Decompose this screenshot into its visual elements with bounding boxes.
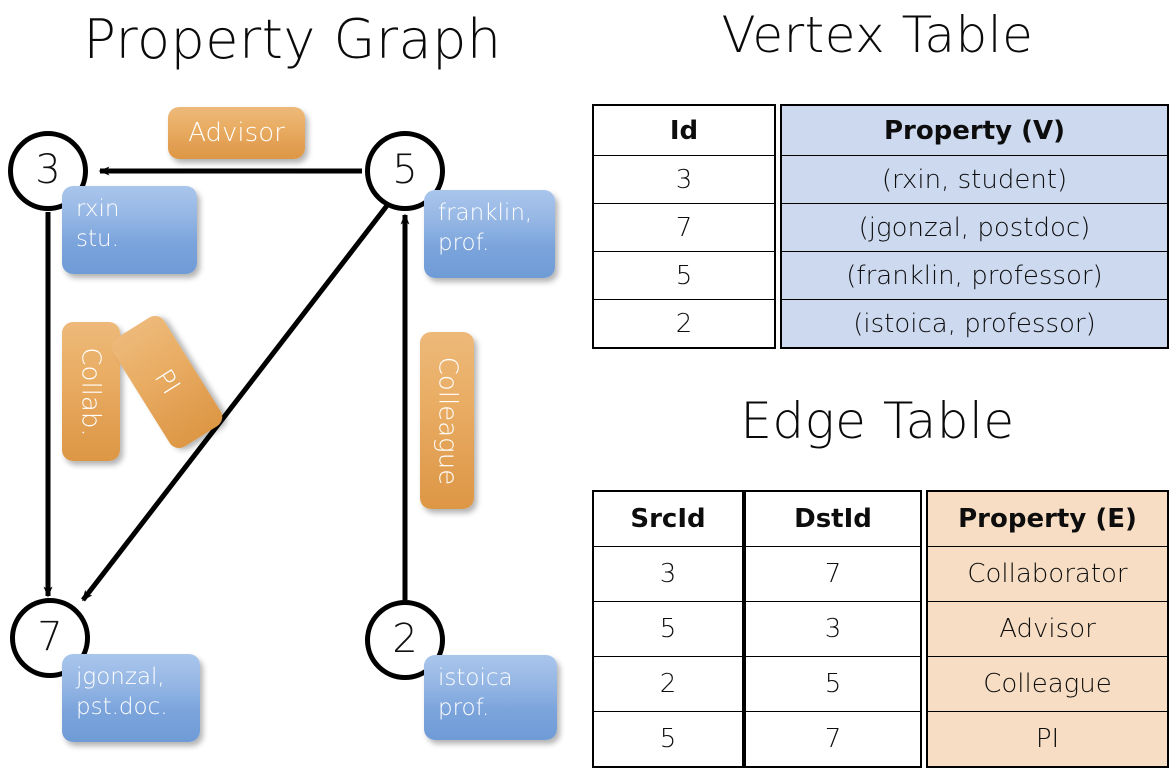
edge-table-cell-srcid: 5 [592, 711, 744, 768]
edge-label-badge-colleague: Colleague [420, 332, 474, 509]
edge-table-header-dstid: DstId [744, 490, 922, 547]
edge-label-badge-advisor: Advisor [168, 107, 305, 159]
table-row[interactable]: (jgonzal, postdoc) [780, 203, 1169, 252]
table-row[interactable]: 3 [744, 601, 922, 657]
vertex-property-badge-2-line2: prof. [438, 694, 490, 721]
table-header-row: DstId [744, 490, 922, 547]
edge-label-badge-colleague-text: Colleague [432, 356, 463, 485]
table-row[interactable]: (istoica, professor) [780, 299, 1169, 349]
edge-table-cell-dstid: 7 [744, 711, 922, 768]
page-title-vertex-table: Vertex Table [721, 6, 1034, 64]
table-row[interactable]: PI [926, 711, 1169, 768]
edge-table-cell-property: Colleague [926, 656, 1169, 712]
edge-table-cell-property: PI [926, 711, 1169, 768]
table-row[interactable]: Colleague [926, 656, 1169, 712]
edge-table-cell-dstid: 5 [744, 656, 922, 712]
vertex-table-cell-property: (jgonzal, postdoc) [780, 203, 1169, 252]
table-row[interactable]: 5 [744, 656, 922, 712]
table-row[interactable]: 7 [592, 203, 776, 252]
page-title-property-graph: Property Graph [83, 8, 502, 71]
vertex-table-cell-property: (istoica, professor) [780, 299, 1169, 349]
table-row[interactable]: 5 [592, 251, 776, 300]
edge-table-property-column: Property (E) Collaborator Advisor Collea… [926, 490, 1169, 768]
graph-node-2[interactable]: 2 [365, 600, 445, 680]
vertex-property-badge-3-line2: stu. [76, 225, 119, 252]
edge-table-cell-srcid: 3 [592, 546, 744, 602]
table-row[interactable]: 3 [592, 155, 776, 204]
table-row[interactable]: 2 [592, 656, 744, 712]
table-row[interactable]: 5 [592, 601, 744, 657]
edge-arrow-pi [81, 201, 391, 602]
vertex-property-badge-7-line1: jgonzal, [76, 664, 165, 690]
vertex-property-badge-3-line1: rxin [76, 196, 120, 222]
table-row[interactable]: 7 [744, 546, 922, 602]
vertex-property-badge-2: istoica prof. [424, 655, 557, 740]
graph-node-5[interactable]: 5 [365, 131, 445, 211]
table-row[interactable]: (franklin, professor) [780, 251, 1169, 300]
table-row[interactable]: 2 [592, 299, 776, 349]
vertex-table-property-column: Property (V) (rxin, student) (jgonzal, p… [780, 104, 1169, 349]
vertex-table-cell-id: 7 [592, 203, 776, 252]
table-row[interactable]: Advisor [926, 601, 1169, 657]
edge-table-srcid-column: SrcId 3 5 2 5 [592, 490, 744, 768]
table-row[interactable]: 3 [592, 546, 744, 602]
vertex-table-id-column: Id 3 7 5 2 [592, 104, 776, 349]
vertex-property-badge-5: franklin, prof. [424, 190, 555, 278]
vertex-property-badge-5-line1: franklin, [438, 200, 533, 226]
table-header-row: Id [592, 104, 776, 156]
edge-table-cell-srcid: 5 [592, 601, 744, 657]
edge-table-header-srcid: SrcId [592, 490, 744, 547]
vertex-table: Id 3 7 5 2 Property (V) (rxin, student) … [592, 104, 1169, 349]
edge-table-dstid-column: DstId 7 3 5 7 [744, 490, 922, 768]
edge-label-badge-collab-text: Collab. [76, 346, 106, 437]
edge-table-cell-property: Advisor [926, 601, 1169, 657]
vertex-table-cell-id: 5 [592, 251, 776, 300]
vertex-property-badge-2-line1: istoica [438, 665, 513, 691]
vertex-table-header-property: Property (V) [780, 104, 1169, 156]
edge-table-cell-srcid: 2 [592, 656, 744, 712]
property-graph-diagram: 3 5 7 2 rxin stu. franklin, prof. jgonza… [0, 0, 585, 760]
vertex-table-header-id: Id [592, 104, 776, 156]
vertex-property-badge-5-line2: prof. [438, 229, 490, 256]
edge-label-badge-advisor-text: Advisor [188, 118, 285, 148]
vertex-property-badge-3: rxin stu. [62, 186, 197, 274]
table-row[interactable]: Collaborator [926, 546, 1169, 602]
vertex-table-cell-property: (franklin, professor) [780, 251, 1169, 300]
table-header-row: SrcId [592, 490, 744, 547]
edge-label-badge-collab: Collab. [62, 322, 120, 461]
graph-node-5-label: 5 [392, 147, 418, 193]
edge-table-header-property: Property (E) [926, 490, 1169, 547]
table-header-row: Property (V) [780, 104, 1169, 156]
edge-table-cell-dstid: 3 [744, 601, 922, 657]
vertex-table-cell-property: (rxin, student) [780, 155, 1169, 204]
vertex-property-badge-7: jgonzal, pst.doc. [62, 654, 200, 742]
table-row[interactable]: 7 [744, 711, 922, 768]
table-row[interactable]: (rxin, student) [780, 155, 1169, 204]
edge-table-cell-property: Collaborator [926, 546, 1169, 602]
table-row[interactable]: 5 [592, 711, 744, 768]
graph-node-3-label: 3 [35, 147, 61, 193]
table-header-row: Property (E) [926, 490, 1169, 547]
edge-table-cell-dstid: 7 [744, 546, 922, 602]
vertex-property-badge-7-line2: pst.doc. [76, 693, 168, 720]
graph-edge-arrows [43, 166, 410, 602]
edge-label-badge-pi-text: PI [148, 364, 186, 400]
graph-node-7-label: 7 [37, 614, 63, 660]
vertex-table-cell-id: 2 [592, 299, 776, 349]
edge-table: SrcId 3 5 2 5 DstId 7 3 5 7 [592, 490, 1169, 768]
vertex-table-cell-id: 3 [592, 155, 776, 204]
graph-node-2-label: 2 [392, 616, 418, 662]
page-title-edge-table: Edge Table [740, 392, 1015, 450]
